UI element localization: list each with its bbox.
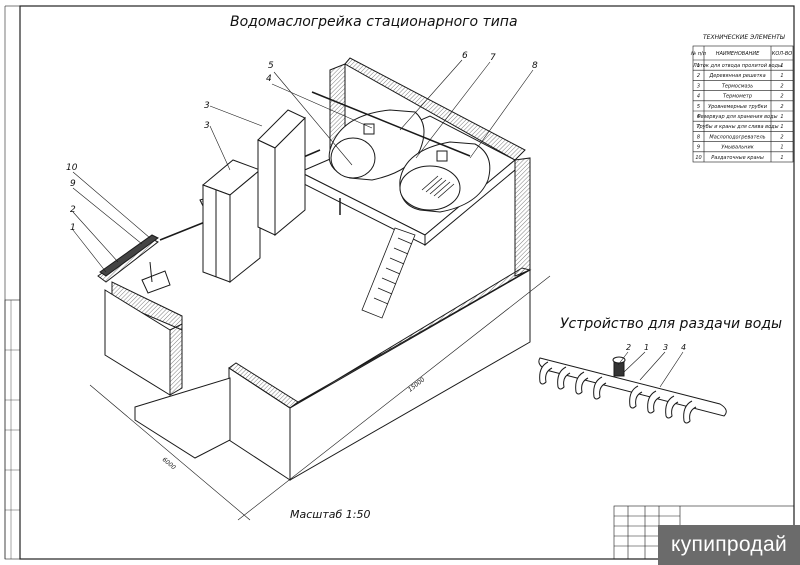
water-distribution-device (538, 356, 727, 424)
left-margin-stamp (4, 299, 21, 560)
callout-10: 10 (66, 163, 78, 173)
sub-callout-2: 2 (626, 343, 631, 352)
callout-5: 5 (268, 61, 274, 71)
spec-table-cell: Уровнемерные трубки (708, 104, 768, 110)
dimension-width: 6000 (161, 456, 177, 471)
spec-table-cell: 5 (697, 104, 700, 110)
callout-9: 9 (70, 179, 76, 189)
sub-callout-3: 3 (663, 343, 668, 352)
distribution-device-title: Устройство для раздачи воды (560, 316, 782, 332)
water-trough (99, 234, 159, 277)
spec-table-cell: 8 (697, 134, 700, 140)
spec-table-cell: Умывальник (721, 145, 753, 151)
spec-table-cell: Резервуар для хранения воды (697, 114, 777, 120)
spec-table-caption: ТЕХНИЧЕСКИЕ ЭЛЕМЕНТЫ (703, 34, 786, 41)
spec-table-cell: Деревянная решетка (708, 73, 765, 79)
drawing-title: Водомаслогрейка стационарного типа (230, 14, 518, 30)
spec-table-cell: 1 (780, 73, 783, 79)
spec-table-cell: 10 (695, 155, 701, 161)
spec-table-cell: 2 (780, 94, 783, 100)
callout-6: 6 (462, 51, 468, 61)
spec-table-cell: 1 (780, 124, 783, 130)
callout-3-upper: 3 (204, 101, 210, 111)
spec-table-cell: 1 (780, 155, 783, 161)
oil-heater-tank (399, 141, 491, 213)
spec-table-cell: Маслоподогреватель (709, 134, 765, 140)
spec-table-cell: 1 (780, 145, 783, 151)
watermark-badge: купипродай (658, 525, 800, 565)
callout-2: 2 (70, 205, 76, 215)
callout-1: 1 (70, 223, 76, 233)
washbasin (141, 261, 171, 294)
spec-table-cell: Термометр (723, 94, 752, 100)
spec-table-cell: 6 (697, 114, 700, 120)
callout-8: 8 (532, 61, 538, 71)
sub-callout-1: 1 (644, 343, 649, 352)
spec-table-cell: 1 (697, 63, 700, 69)
spec-table-header: НАИМЕНОВАНИЕ (716, 51, 760, 57)
staircase (361, 227, 416, 319)
building-walls (97, 57, 532, 481)
spec-table-cell: Раздаточные краны (711, 155, 764, 161)
callout-4: 4 (266, 74, 272, 84)
callout-3-lower: 3 (204, 121, 210, 131)
spec-table-cell: 1 (780, 63, 783, 69)
sub-callout-4: 4 (681, 343, 686, 352)
spec-table-cell: 2 (780, 104, 783, 110)
spec-table-cell: 3 (697, 83, 700, 89)
main-callout-leaders (72, 59, 534, 273)
scale-label: Масштаб 1:50 (290, 508, 370, 521)
thermo-cabinets (202, 109, 306, 284)
spec-table-cell: 1 (780, 114, 783, 120)
dimension-lines (89, 275, 551, 521)
spec-table-cell: Трубы и краны для слива воды (696, 124, 778, 130)
callout-7: 7 (490, 53, 496, 63)
spec-table-cell: 9 (697, 145, 700, 151)
spec-table: ТЕХНИЧЕСКИЕ ЭЛЕМЕНТЫ № п/п НАИМЕНОВАНИЕ КО… (690, 34, 794, 163)
spec-table-header: № п/п (690, 51, 707, 57)
spec-table-cell: 2 (780, 83, 783, 89)
spec-table-cell: 7 (697, 124, 701, 130)
spec-table-cell: Термосмазь (722, 83, 753, 89)
spec-table-cell: 2 (780, 134, 783, 140)
spec-table-cell: 4 (697, 94, 700, 100)
sub-callout-leaders (617, 351, 684, 388)
spec-table-cell: Лоток для отвода пролитой воды (692, 63, 782, 69)
spec-table-header: КОЛ-ВО (772, 51, 792, 57)
spec-table-cell: 2 (697, 73, 700, 79)
